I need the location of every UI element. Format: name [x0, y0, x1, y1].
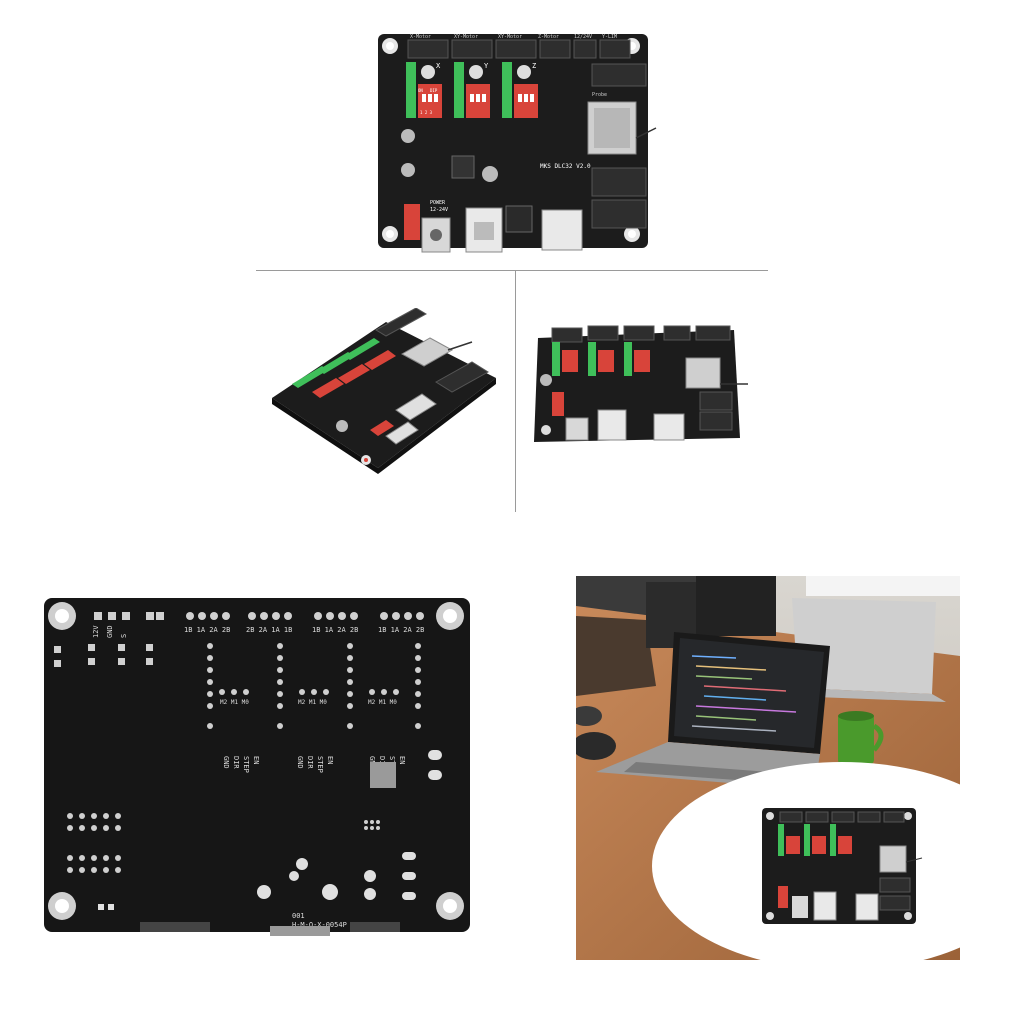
driver-label-en-3: EN	[398, 756, 406, 764]
coil-labels-2: 2B 2A 1A 1B	[246, 626, 292, 634]
serial-label-2: H-M-O-X-0054P	[292, 921, 347, 929]
serial-label-1: 001	[292, 912, 305, 920]
driver-label-en-2: EN	[326, 756, 334, 764]
microstep-labels-3: M2 M1 M0	[368, 699, 397, 706]
probe-label: Probe	[592, 92, 607, 98]
axis-label-x: X	[436, 62, 441, 70]
axis-label-z: Z	[532, 62, 536, 70]
driver-label-en-1: EN	[252, 756, 260, 764]
header-label-power: 12/24V	[574, 34, 592, 40]
vertical-divider	[515, 270, 516, 512]
board-back-photo: 12V GND S 1B 1A 2A 2B 2B 2A 1A 1B 1B 1A …	[40, 596, 474, 940]
driver-label-dir-2: DIR	[306, 756, 314, 769]
model-label: MKS DLC32 V2.0	[540, 163, 591, 170]
driver-label-gnd-1: GND	[222, 756, 230, 769]
board-angled-photo	[528, 318, 754, 452]
driver-label-step-1: STEP	[242, 756, 250, 773]
header-label-xy2: XY-Motor	[498, 34, 522, 40]
header-label-xy1: XY-Motor	[454, 34, 478, 40]
desk-lifestyle-photo	[576, 576, 960, 960]
header-label-ylim: Y-LIM	[602, 34, 617, 40]
microstep-labels-2: M2 M1 M0	[298, 699, 327, 706]
coil-labels-1: 1B 1A 2A 2B	[184, 626, 230, 634]
pin-label-12v: 12V	[92, 625, 100, 638]
board-top-photo: X-Motor XY-Motor XY-Motor Z-Motor 12/24V…	[370, 28, 660, 258]
board-isometric-photo	[266, 307, 502, 478]
driver-label-gnd-2: GND	[296, 756, 304, 769]
dip-on-label: ON	[418, 88, 423, 93]
dip-dip-label: DIP	[430, 88, 438, 93]
coil-labels-3: 1B 1A 2A 2B	[312, 626, 358, 634]
voltage-label: 12-24V	[430, 207, 448, 213]
driver-label-dir-1: DIR	[232, 756, 240, 769]
horizontal-divider	[256, 270, 768, 271]
pin-label-s: S	[120, 634, 128, 638]
axis-label-y: Y	[484, 62, 489, 70]
power-label: POWER	[430, 200, 446, 206]
dip-number-label: 1 2 3	[420, 110, 433, 115]
microstep-labels-1: M2 M1 M0	[220, 699, 249, 706]
coil-labels-4: 1B 1A 2A 2B	[378, 626, 424, 634]
pin-label-gnd: GND	[106, 625, 114, 638]
header-label-x: X-Motor	[410, 34, 431, 40]
header-label-z: Z-Motor	[538, 34, 559, 40]
driver-label-step-2: STEP	[316, 756, 324, 773]
